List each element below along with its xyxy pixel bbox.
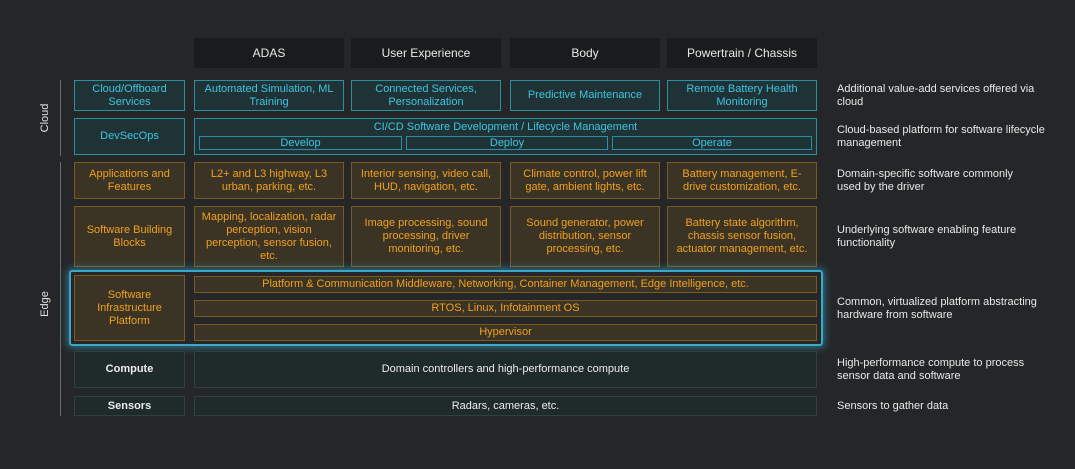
blocks-cell-user-experience: Image processing, sound processing, driv… <box>351 206 501 267</box>
desc-infrastructure: Common, virtualized platform abstracting… <box>837 295 1037 321</box>
column-header-user-experience: User Experience <box>351 38 501 68</box>
column-header-body: Body <box>510 38 660 68</box>
row-label-building-blocks: Software Building Blocks <box>74 206 185 267</box>
cloud-cell-powertrain: Remote Battery Health Monitoring <box>667 80 817 111</box>
desc-compute: High-performance compute to process sens… <box>837 356 1025 382</box>
cloud-cell-body: Predictive Maintenance <box>510 80 660 111</box>
app-cell-user-experience: Interior sensing, video call, HUD, navig… <box>351 162 501 199</box>
row-label-sensors: Sensors <box>74 396 185 416</box>
column-header-adas: ADAS <box>194 38 344 68</box>
row-label-applications: Applications and Features <box>74 162 185 199</box>
sensors-cell: Radars, cameras, etc. <box>194 396 817 416</box>
row-label-compute: Compute <box>74 351 185 388</box>
infra-layer-hypervisor: Hypervisor <box>194 324 817 341</box>
infra-layer-os: RTOS, Linux, Infotainment OS <box>194 300 817 317</box>
desc-applications: Domain-specific software commonly used b… <box>837 167 1014 193</box>
devsecops-deploy: Deploy <box>406 136 608 150</box>
devsecops-operate: Operate <box>612 136 812 150</box>
app-cell-powertrain: Battery management, E-drive customizatio… <box>667 162 817 199</box>
devsecops-title: CI/CD Software Development / Lifecycle M… <box>373 121 638 133</box>
cloud-bracket-line <box>60 80 61 156</box>
desc-sensors: Sensors to gather data <box>837 399 949 412</box>
desc-devsecops: Cloud-based platform for software lifecy… <box>837 123 1045 149</box>
desc-building-blocks: Underlying software enabling feature fun… <box>837 223 1017 249</box>
blocks-cell-body: Sound generator, power distribution, sen… <box>510 206 660 267</box>
row-label-cloud-services: Cloud/Offboard Services <box>74 80 185 111</box>
row-label-infrastructure: Software Infrastructure Platform <box>74 275 185 341</box>
app-cell-body: Climate control, power lift gate, ambien… <box>510 162 660 199</box>
infra-layer-middleware: Platform & Communication Middleware, Net… <box>194 276 817 293</box>
app-cell-adas: L2+ and L3 highway, L3 urban, parking, e… <box>194 162 344 199</box>
devsecops-develop: Develop <box>199 136 402 150</box>
cloud-cell-user-experience: Connected Services, Personalization <box>351 80 501 111</box>
row-label-devsecops: DevSecOps <box>74 118 185 155</box>
column-header-powertrain-chassis: Powertrain / Chassis <box>667 38 817 68</box>
side-label-cloud: Cloud <box>39 103 51 133</box>
cloud-cell-adas: Automated Simulation, ML Training <box>194 80 344 111</box>
desc-cloud-services: Additional value-add services offered vi… <box>837 82 1035 108</box>
infrastructure-highlight <box>69 270 823 346</box>
side-label-edge: Edge <box>39 291 51 317</box>
devsecops-panel: CI/CD Software Development / Lifecycle M… <box>194 118 817 155</box>
blocks-cell-powertrain: Battery state algorithm, chassis sensor … <box>667 206 817 267</box>
blocks-cell-adas: Mapping, localization, radar perception,… <box>194 206 344 267</box>
compute-cell: Domain controllers and high-performance … <box>194 351 817 388</box>
edge-bracket-line <box>60 162 61 416</box>
